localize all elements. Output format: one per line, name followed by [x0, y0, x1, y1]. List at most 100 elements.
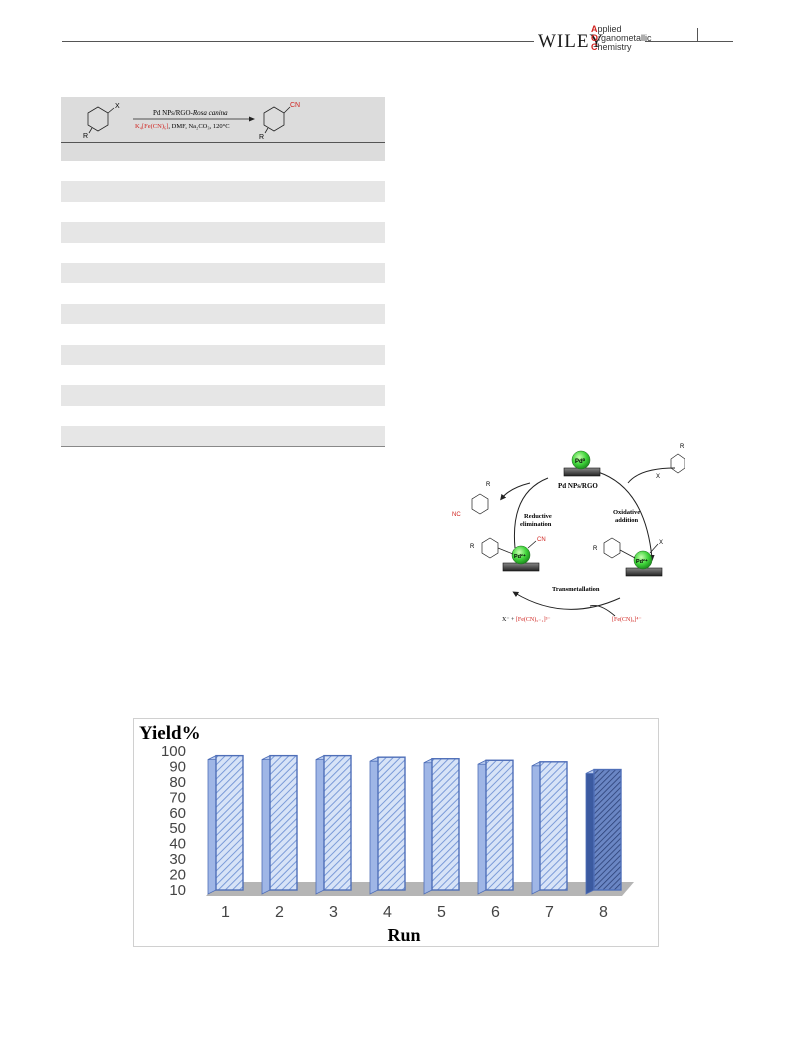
header-rule-right [645, 41, 733, 42]
y-tick-label: 70 [169, 789, 186, 806]
left-byproduct: X⁻ + [Fe(CN)₅₋₁]³⁻ [502, 616, 551, 623]
x-tick-label: 5 [437, 904, 446, 921]
bar [593, 768, 622, 891]
table-row [61, 243, 385, 263]
catalytic-cycle: Pd⁰ Pd NPs/RGO Pd²⁺ X R Pd²⁺ CN R NC R X… [440, 438, 686, 628]
bar [269, 754, 298, 891]
halide-ring [670, 453, 686, 474]
table-row [61, 385, 385, 406]
bar-side-face [369, 756, 379, 895]
oxidative-label-1: Oxidative [613, 509, 640, 516]
bar-side-face [423, 758, 433, 895]
bar-side-face [531, 761, 541, 895]
aryl-pd-bond-left [497, 547, 514, 555]
bar [431, 758, 460, 891]
journal-rest-1: pplied [597, 24, 622, 34]
transmetallation-label: Transmetallation [552, 586, 600, 593]
arrow-ferrocyanide [589, 605, 616, 617]
arrow-from-halide [627, 467, 676, 484]
reactant-ring [87, 106, 109, 132]
x-tick-label: 4 [383, 904, 392, 921]
journal-rest-3: hemistry [597, 42, 632, 52]
aryl-ring-right [603, 537, 621, 559]
pd-cn-label: CN [537, 537, 546, 543]
cycle-arc-top-right [597, 471, 655, 561]
reactant-bond-x [107, 107, 115, 114]
table-row [61, 181, 385, 202]
nitrile-ring [471, 493, 489, 515]
y-tick-label: 60 [169, 805, 186, 822]
product-cn: CN [290, 102, 300, 109]
table-row [61, 222, 385, 243]
bar [377, 756, 406, 891]
pd2-ball-right [633, 550, 653, 570]
x-tick-label: 8 [599, 904, 608, 921]
table-row [61, 161, 385, 181]
journal-cap-3: C [591, 42, 598, 52]
reagent-top: Pd NPs/RGO-Rosa canina [153, 109, 228, 117]
x-tick-label: 1 [221, 904, 230, 921]
pd-x-bond [649, 543, 659, 554]
table-row [61, 426, 385, 447]
table-row [61, 262, 385, 284]
cycle-arc-left [513, 477, 549, 549]
rgo-plate-top [563, 467, 601, 477]
y-tick-label: 50 [169, 820, 186, 837]
publisher-logo: WILEY [538, 31, 605, 52]
bar [485, 759, 514, 891]
product-bond-r [264, 127, 269, 134]
y-tick-label: 40 [169, 836, 186, 853]
bar-side-face [477, 759, 487, 895]
reaction-scheme: X R Pd NPs/RGO-Rosa canina K₄[Fe(CN)₆], … [61, 97, 385, 143]
reductive-label-1: Reductive [524, 513, 552, 520]
page-tick [697, 28, 698, 41]
reactant-x: X [115, 103, 120, 110]
catalyst-label: Pd NPs/RGO [558, 482, 598, 490]
pd2-label-right: Pd²⁺ [636, 558, 648, 565]
reactant-bond-r [88, 127, 93, 134]
pd0-label: Pd⁰ [575, 458, 586, 465]
table-header-row [61, 143, 385, 161]
table-row [61, 406, 385, 426]
reductive-label-2: elimination [520, 521, 552, 528]
table-bottom-rule [61, 446, 385, 448]
journal-cap-2: O [591, 33, 599, 43]
journal-name: Applied Organometallic Chemistry [591, 25, 652, 52]
y-tick-label: 30 [169, 851, 186, 868]
pd2-ball-left [511, 545, 531, 565]
aryl-ring-left [481, 537, 499, 559]
bar-side-face [261, 754, 271, 895]
scheme-svg: X R Pd NPs/RGO-Rosa canina K₄[Fe(CN)₆], … [83, 102, 300, 141]
reaction-arrow-head [249, 116, 255, 122]
nitrile-nc: NC [452, 512, 461, 518]
bar-side-face [207, 754, 217, 895]
cycle-svg: Pd⁰ Pd NPs/RGO Pd²⁺ X R Pd²⁺ CN R NC R X… [452, 444, 686, 623]
bar-side-face [315, 754, 325, 895]
x-tick-label: 2 [275, 904, 284, 921]
reagent-bottom: K₄[Fe(CN)₆], DMF, Na₂CO₃, 120°C [135, 123, 230, 130]
product-bond-cn [283, 106, 291, 114]
arrow-to-nitrile [500, 482, 531, 501]
table-row [61, 202, 385, 222]
halide-r: R [680, 444, 685, 450]
y-tick-label: 100 [161, 743, 186, 760]
y-tick-label: 90 [169, 758, 186, 775]
table-row [61, 344, 385, 365]
x-tick-label: 6 [491, 904, 500, 921]
bar [323, 754, 352, 891]
bar [215, 754, 244, 891]
table-row [61, 303, 385, 325]
product-ring [263, 106, 285, 132]
aryl-r-left: R [470, 544, 475, 550]
product-r: R [259, 134, 264, 141]
bar [539, 761, 568, 891]
table-row [61, 283, 385, 303]
rgo-plate-right [625, 567, 663, 577]
y-tick-label: 20 [169, 867, 186, 884]
aryl-pd-bond-right [619, 549, 636, 559]
pd-x-label: X [659, 540, 663, 546]
oxidative-label-2: addition [615, 517, 639, 524]
x-tick-label: 7 [545, 904, 554, 921]
